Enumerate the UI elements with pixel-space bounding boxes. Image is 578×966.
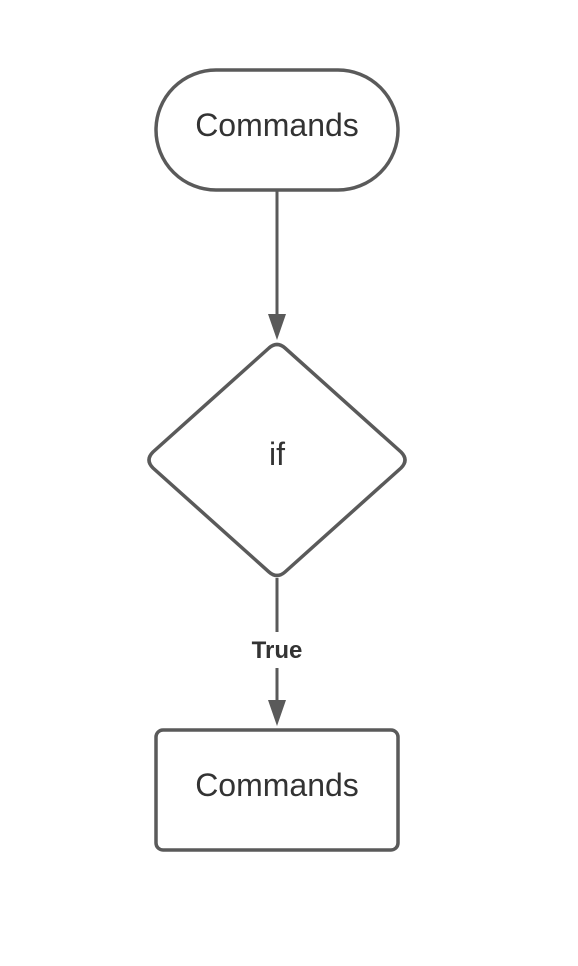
terminator-shape — [154, 68, 400, 192]
edge-decision-to-process: True — [244, 578, 310, 726]
decision-node-label: if — [269, 436, 285, 472]
decision-node[interactable]: if — [147, 342, 407, 578]
start-node[interactable]: Commands — [154, 68, 400, 192]
arrowhead-icon — [268, 314, 286, 340]
arrowhead-icon — [268, 700, 286, 726]
start-node-label: Commands — [195, 107, 359, 143]
diamond-shape — [147, 342, 407, 578]
edge-label-background — [244, 632, 310, 668]
process-node[interactable]: Commands — [154, 728, 400, 852]
process-node-label: Commands — [195, 767, 359, 803]
edge-label-true: True — [252, 637, 303, 664]
process-shape — [154, 728, 400, 852]
edge-start-to-decision — [268, 190, 286, 340]
